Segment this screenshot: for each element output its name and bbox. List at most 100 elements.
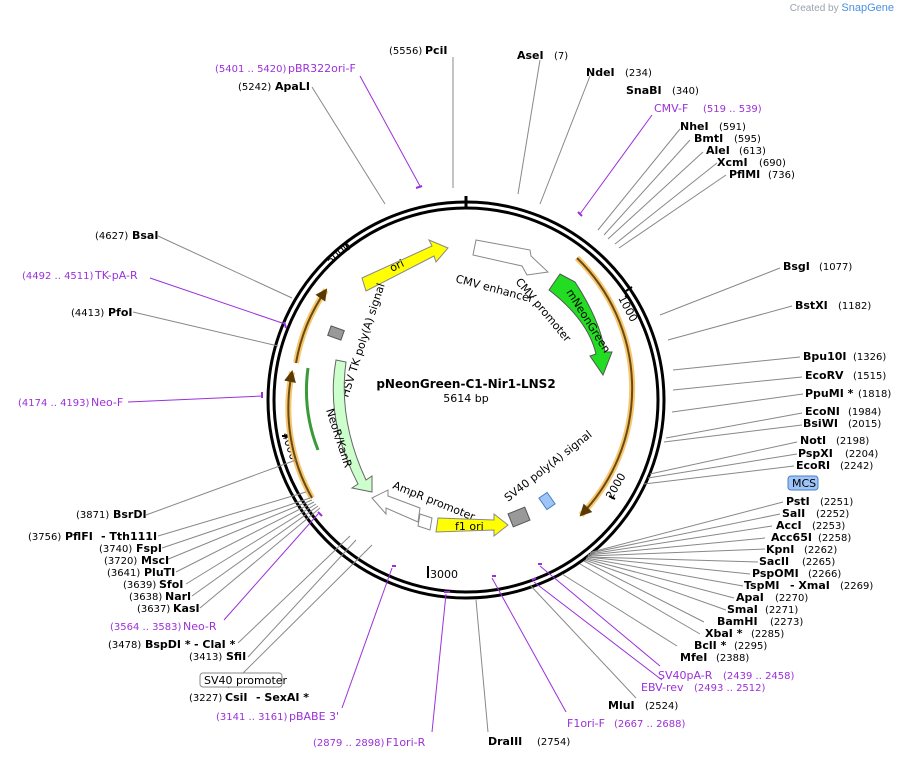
site-bsai: BsaI (132, 229, 158, 242)
site-tth111i: - Tth111I (101, 530, 157, 543)
ampr-promoter-arrow (371, 489, 421, 523)
site-sali-pos: (2252) (816, 509, 849, 520)
site-fspi-pos: (3740) (99, 544, 132, 555)
site-pcii: PciI (425, 44, 447, 57)
sv40-polya-box (507, 506, 531, 528)
site-pflfi: PflFI (65, 530, 93, 543)
site-xcmi-pos: (690) (759, 158, 786, 169)
site-xmai: - XmaI (790, 579, 830, 592)
site-fspi: FspI (136, 542, 162, 555)
site-pspomi-pos: (2266) (808, 569, 841, 580)
site-bcli: BclI * (694, 639, 727, 652)
primer-sv40pa-r-range: (2439 .. 2458) (723, 671, 795, 682)
site-kpni-pos: (2262) (804, 545, 837, 556)
primer-pbr322ori-f: pBR322ori-F (288, 62, 356, 75)
created-by-text: Created by (789, 3, 839, 14)
site-snabi: SnaBI (626, 84, 662, 97)
mcs-label: MCS (792, 477, 816, 490)
sv40-promoter-label: SV40 promoter (204, 674, 288, 687)
site-bmti: BmtI (694, 132, 723, 145)
site-xmai-pos: (2269) (840, 581, 873, 592)
site-csii-pos: (3227) (189, 693, 222, 704)
site-ndei-pos: (234) (625, 68, 652, 79)
ori-arrow (361, 239, 449, 292)
snapgene-watermark: Created by SnapGene (790, 2, 894, 14)
site-ecorv: EcoRV (805, 369, 844, 382)
site-nari-pos: (3638) (129, 592, 162, 603)
site-acc65i: Acc65I (771, 531, 812, 544)
tick-5000: 5000 (324, 239, 354, 267)
site-bstxi-pos: (1182) (838, 301, 871, 312)
site-draiii: DraIII (488, 735, 522, 748)
site-pfoi-pos: (4413) (71, 308, 104, 319)
primer-ebv-rev: EBV-rev (641, 681, 684, 694)
site-pspxi-pos: (2204) (845, 449, 878, 460)
primer-leader-lines (127, 75, 663, 733)
site-bsgi-pos: (1077) (819, 262, 852, 273)
site-pflmi-pos: (736) (768, 170, 795, 181)
site-bspdi: BspDI * (145, 638, 191, 651)
primer-f1ori-f-range: (2667 .. 2688) (614, 719, 686, 730)
site-bamhi-pos: (2273) (770, 617, 803, 628)
site-pcii-pos: (5556) (389, 46, 422, 57)
site-kasi: KasI (173, 602, 200, 615)
site-labels: (5556) PciI AseI (7) NdeI (234) SnaBI (3… (28, 44, 891, 748)
primer-pbabe3-range: (3141 .. 3161) (216, 712, 288, 723)
sv40-small-box (538, 491, 556, 511)
site-mfei-pos: (2388) (716, 653, 749, 664)
site-sfii-pos: (3413) (189, 652, 222, 663)
site-psti: PstI (786, 495, 810, 508)
primer-pbabe3: pBABE 3' (289, 710, 339, 723)
site-bspdi-pos: (3478) (108, 640, 141, 651)
site-kpni: KpnI (766, 543, 794, 556)
tick-3000: 3000 (430, 568, 458, 581)
site-bsiwi-pos: (2015) (848, 419, 881, 430)
site-pspomi: PspOMI (752, 567, 799, 580)
site-econi-pos: (1984) (848, 407, 881, 418)
site-bmti-pos: (595) (734, 134, 761, 145)
site-bsai-pos: (4627) (95, 231, 128, 242)
site-noti: NotI (800, 434, 826, 447)
site-ecorv-pos: (1515) (853, 371, 886, 382)
primer-cmv-f-range: (519 .. 539) (703, 104, 762, 115)
cmv-enhancer-arrow (472, 239, 550, 276)
site-apai-pos: (2270) (775, 593, 808, 604)
site-tspmi: TspMI (744, 579, 780, 592)
site-pfoi: PfoI (108, 306, 133, 319)
site-apai: ApaI (736, 591, 764, 604)
site-mlui: MluI (608, 699, 635, 712)
site-sali: SalI (782, 507, 805, 520)
plasmid-name: pNeonGreen-C1-Nir1-LNS2 (376, 377, 555, 391)
primer-neo-f-range: (4174 .. 4193) (18, 398, 90, 409)
site-ppumi-pos: (1818) (858, 389, 891, 400)
site-nhei: NheI (680, 120, 709, 133)
primer-ticks (261, 185, 583, 593)
plasmid-length: 5614 bp (443, 392, 488, 405)
primer-f1ori-r-range: (2879 .. 2898) (313, 738, 385, 749)
site-pspxi: PspXI (798, 447, 833, 460)
site-asei: AseI (517, 49, 544, 62)
primer-sv40pa-r: SV40pA-R (658, 669, 713, 682)
site-bpu10i: Bpu10I (803, 350, 847, 363)
primer-f1ori-r: F1ori-R (386, 736, 426, 749)
site-nhei-pos: (591) (719, 122, 746, 133)
site-noti-pos: (2198) (836, 436, 869, 447)
site-econi: EcoNI (805, 405, 840, 418)
site-bamhi: BamHI (717, 615, 758, 628)
site-acci-pos: (2253) (812, 521, 845, 532)
site-ecori-pos: (2242) (840, 461, 873, 472)
site-nari: NarI (165, 590, 191, 603)
site-apali-pos: (5242) (238, 82, 271, 93)
site-mfei: MfeI (680, 651, 707, 664)
neo-kanr-arrow (332, 359, 373, 493)
site-ppumi: PpuMI * (805, 387, 854, 400)
site-xbai: XbaI * (705, 627, 743, 640)
site-xcmi: XcmI (717, 156, 748, 169)
site-mlui-pos: (2524) (645, 701, 678, 712)
site-alei: AleI (706, 144, 730, 157)
site-apali: ApaLI (275, 80, 310, 93)
feat-sv40-polya-label: SV40 poly(A) signal (502, 428, 595, 504)
feat-f1-ori-label: f1 ori (455, 520, 484, 533)
primer-tk-pa-r: TK-pA-R (94, 269, 138, 282)
primer-pbr322ori-f-range: (5401 .. 5420) (215, 64, 287, 75)
